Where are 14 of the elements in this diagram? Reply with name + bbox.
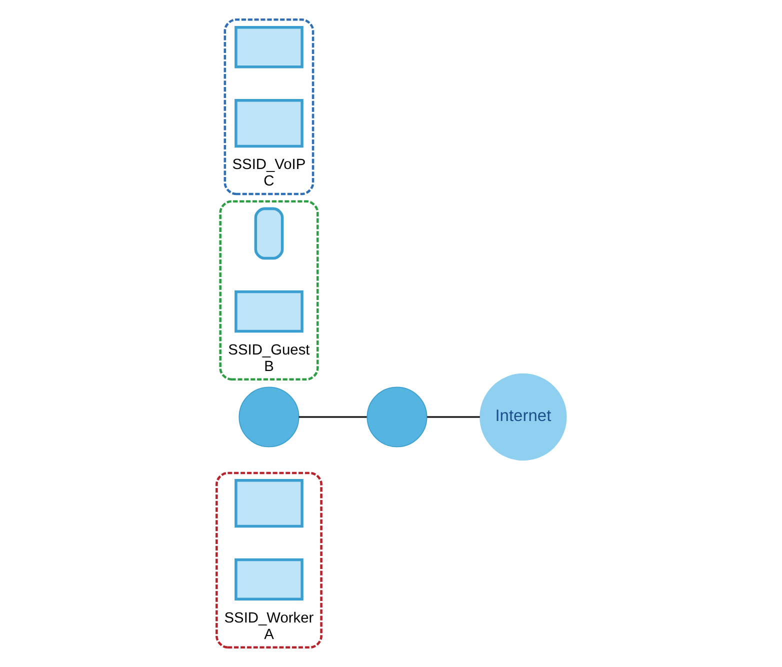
node-circle: Internet — [479, 373, 566, 461]
node-laptop — [234, 290, 303, 333]
node-laptop — [234, 26, 303, 68]
node-laptop — [234, 558, 303, 601]
cluster: SSID_VoIP C — [223, 18, 314, 196]
cluster: SSID_Guest B — [218, 200, 318, 381]
node-monitor — [234, 478, 303, 528]
node-circle — [366, 386, 427, 448]
node-circle — [238, 386, 299, 448]
node-phone — [254, 207, 284, 260]
cluster: SSID_Worker A — [215, 472, 322, 649]
connector — [426, 416, 480, 418]
node-monitor — [234, 99, 303, 148]
connector — [298, 416, 366, 418]
